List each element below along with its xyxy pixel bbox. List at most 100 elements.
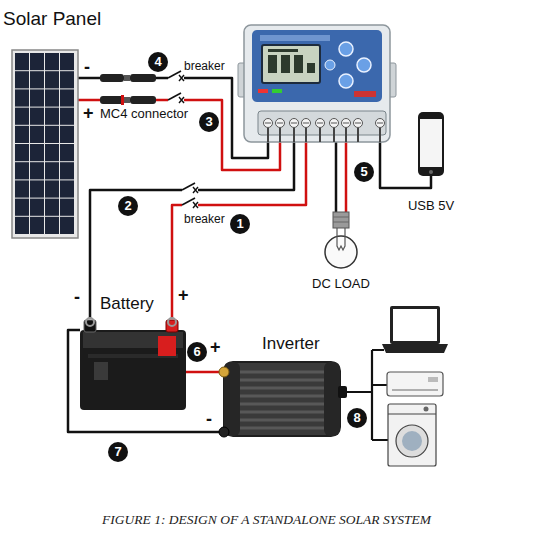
drawing-part <box>45 71 59 88</box>
drawing-part <box>345 350 388 440</box>
drawing-part <box>316 119 325 128</box>
breaker-label: breaker <box>184 212 225 226</box>
drawing-part <box>45 180 59 197</box>
ac-output-wire <box>345 350 388 440</box>
callout-number: 1 <box>230 214 250 234</box>
drawing-part <box>339 74 353 88</box>
drawing-part <box>30 180 44 197</box>
drawing-part <box>100 96 124 104</box>
drawing-part <box>279 128 281 142</box>
drawing-part <box>382 344 448 353</box>
callout-number: 5 <box>354 162 374 182</box>
callout-number: 7 <box>108 442 128 462</box>
drawing-part <box>325 60 335 70</box>
drawing-part <box>302 119 311 128</box>
drawing-part <box>260 35 330 41</box>
drawing-part <box>265 123 271 124</box>
drawing-part <box>130 96 156 104</box>
drawing-part <box>60 199 74 216</box>
drawing-part <box>30 126 44 143</box>
load-label: DC LOAD <box>312 276 370 292</box>
drawing-part <box>45 162 59 179</box>
battery-label: Battery <box>100 294 154 314</box>
drawing-part <box>60 71 74 88</box>
usb-phone: USB 5V <box>418 112 444 176</box>
drawing-part <box>60 126 74 143</box>
drawing-part <box>124 75 130 81</box>
drawing-part <box>60 53 74 70</box>
polarity-sign: + <box>210 338 221 356</box>
drawing-part <box>377 123 383 124</box>
drawing-part <box>30 199 44 216</box>
drawing-part <box>354 91 376 97</box>
solar-panel-drawing <box>12 50 78 238</box>
usb-label: USB 5V <box>408 198 454 214</box>
drawing-part <box>193 202 198 208</box>
connector-label: MC4 connector <box>100 106 188 122</box>
drawing-part <box>388 404 436 466</box>
panel-title: Solar Panel <box>3 8 101 31</box>
drawing-part <box>158 336 176 356</box>
drawing-part <box>319 128 321 142</box>
drawing-part <box>402 431 422 451</box>
drawing-part <box>182 183 195 190</box>
drawing-part <box>333 217 349 218</box>
drawing-part <box>80 330 186 410</box>
drawing-part <box>15 217 29 234</box>
drawing-part <box>240 411 324 414</box>
drawing-part <box>290 119 299 128</box>
drawing-part <box>267 128 269 142</box>
mc4-connector <box>100 74 156 105</box>
drawing-part <box>324 362 340 436</box>
drawing-part <box>252 30 382 102</box>
drawing-part <box>333 212 349 228</box>
drawing-part <box>294 55 303 73</box>
drawing-part <box>179 75 184 81</box>
drawing-part <box>396 425 428 457</box>
drawing-part <box>30 71 44 88</box>
callout-number: 6 <box>187 342 207 362</box>
drawing-part <box>30 53 44 70</box>
callout-number: 3 <box>199 112 219 132</box>
drawing-part <box>15 89 29 106</box>
drawing-part <box>219 367 229 377</box>
drawing-part <box>179 97 184 103</box>
drawing-part <box>168 71 181 78</box>
callout-number: 2 <box>118 196 138 216</box>
laptop-icon <box>382 306 448 353</box>
drawing-part <box>240 427 324 430</box>
solar-panel: Solar Panel <box>12 50 78 238</box>
drawing-part <box>317 123 323 124</box>
drawing-part <box>124 97 130 103</box>
polarity-sign: + <box>178 286 189 304</box>
drawing-part <box>60 144 74 161</box>
drawing-part <box>291 123 297 124</box>
drawing-part <box>277 123 283 124</box>
drawing-part <box>60 108 74 125</box>
drawing-part <box>276 119 285 128</box>
wire <box>335 142 338 212</box>
drawing-part <box>182 198 195 205</box>
wire <box>172 142 306 318</box>
drawing-part <box>303 123 309 124</box>
drawing-part <box>354 119 363 128</box>
drawing-part <box>45 144 59 161</box>
drawing-part <box>258 111 386 135</box>
usb-phone-drawing <box>418 112 444 176</box>
drawing-part <box>240 395 324 398</box>
air-conditioner-icon <box>387 372 443 396</box>
drawing-part <box>45 217 59 234</box>
drawing-part <box>331 123 337 124</box>
drawing-part <box>325 236 357 268</box>
drawing-part <box>219 427 229 437</box>
drawing-part <box>376 119 385 128</box>
drawing-part <box>429 170 433 174</box>
drawing-part <box>12 50 78 238</box>
drawing-part <box>420 119 442 167</box>
drawing-part <box>45 53 59 70</box>
drawing-part <box>258 89 268 93</box>
drawing-part <box>15 108 29 125</box>
drawing-part <box>240 387 324 390</box>
drawing-part <box>357 128 359 142</box>
drawing-part <box>357 58 371 72</box>
